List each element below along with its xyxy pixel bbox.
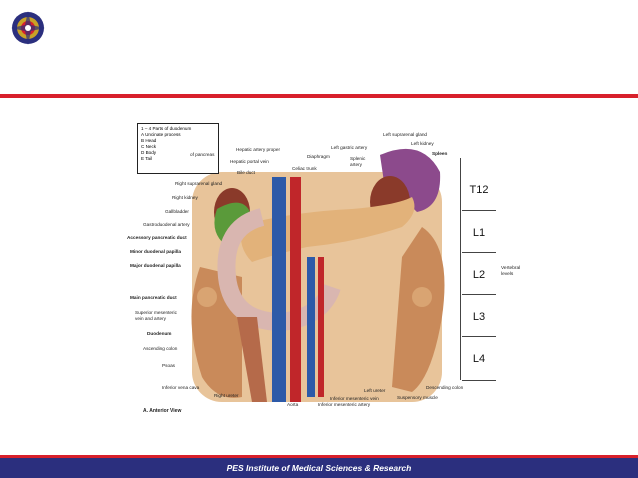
label: Left ureter — [364, 388, 386, 393]
level-l1: L1 — [462, 210, 496, 255]
label: Minor duodenal papilla — [130, 249, 182, 254]
label: Right ureter — [214, 393, 239, 398]
scale-bottom — [462, 380, 496, 381]
label: Right kidney — [172, 195, 198, 200]
label: Major duodenal papilla — [130, 263, 181, 268]
label: Aorta — [287, 402, 299, 407]
label: Inferior mesenteric artery — [318, 402, 371, 407]
level-l3: L3 — [462, 294, 496, 339]
footer-banner: PES Institute of Medical Sciences & Rese… — [0, 458, 638, 478]
legend-title: 1 – 4 Parts of duodenum — [141, 126, 192, 131]
legend-group-label: of pancreas — [190, 152, 215, 157]
vertebral-levels-label: Vertebral levels — [501, 266, 521, 277]
label: Hepatic portal vein — [230, 159, 269, 164]
top-divider — [0, 94, 638, 98]
label: Bile duct — [237, 170, 255, 175]
legend-item: C Neck — [141, 144, 157, 149]
label: Left kidney — [411, 141, 434, 146]
vertebral-scale — [460, 158, 501, 380]
legend-item: E Tail — [141, 156, 153, 161]
legend-box: 1 – 4 Parts of duodenum A Uncinate proce… — [137, 123, 219, 174]
label: Ascending colon — [143, 346, 178, 351]
label: Inferior mesenteric vein — [330, 396, 379, 401]
label: Descending colon — [426, 385, 464, 390]
level-l2: L2 — [462, 252, 496, 297]
label: Accessory pancreatic duct — [127, 235, 187, 240]
anatomy-illustration — [191, 148, 445, 402]
label: Celiac trunk — [292, 166, 317, 171]
label: Inferior vena cava — [162, 385, 200, 390]
label: Left gastric artery — [331, 145, 368, 150]
label: Gallbladder — [165, 209, 189, 214]
institute-logo — [11, 11, 45, 45]
label: Diaphragm — [307, 154, 330, 159]
label: Psoas — [162, 363, 176, 368]
legend-item: A Uncinate process — [141, 132, 181, 137]
label: Duodenum — [147, 331, 172, 336]
bottom-divider — [0, 455, 638, 458]
label: Left suprarenal gland — [383, 132, 428, 137]
label: Suspensory muscle — [397, 395, 438, 400]
label: Spleen — [432, 151, 448, 156]
label: Right suprarenal gland — [175, 181, 223, 186]
label: Hepatic artery proper — [236, 147, 281, 152]
legend-item: D Body — [141, 150, 157, 155]
legend-item: B Head — [141, 138, 157, 143]
level-l4: L4 — [462, 336, 496, 381]
label: Superior mesenteric vein and artery — [135, 310, 177, 321]
figure-caption: A. Anterior View — [143, 408, 182, 414]
label: Gastroduodenal artery — [143, 222, 190, 227]
label: Main pancreatic duct — [130, 295, 177, 300]
level-t12: T12 — [469, 184, 489, 196]
label: Splenic artery — [350, 156, 366, 167]
